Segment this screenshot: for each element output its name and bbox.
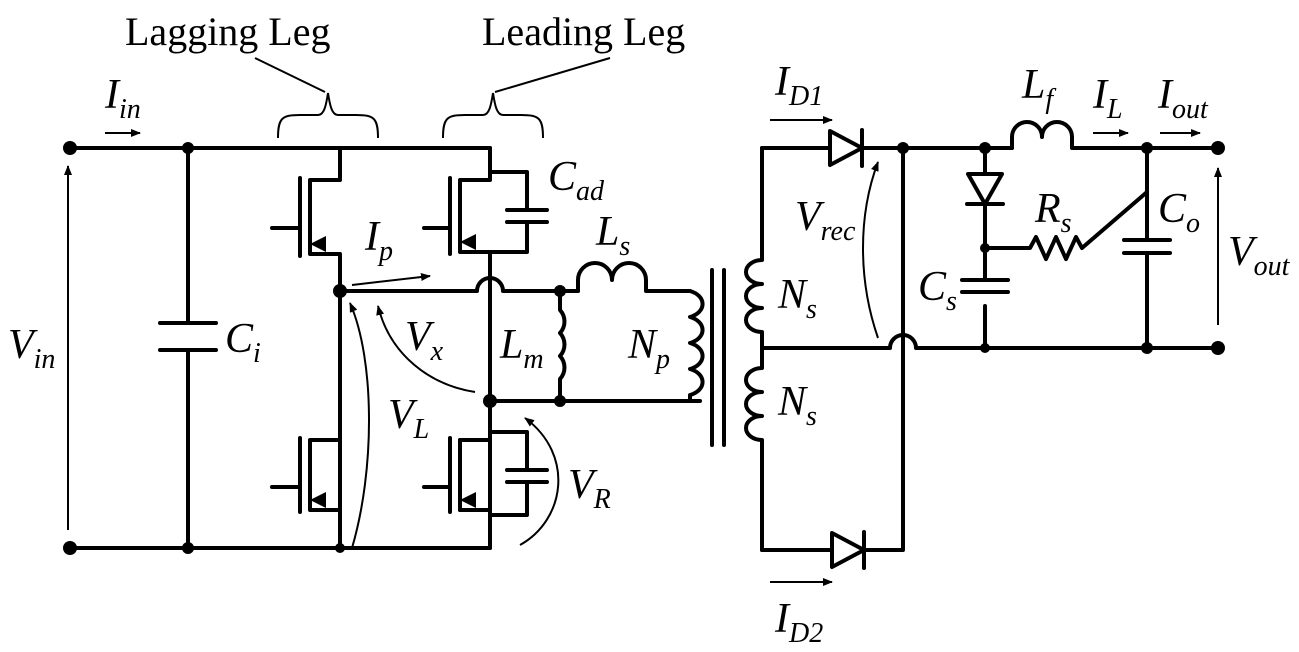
lagging-top-mosfet-arrow [310, 236, 326, 252]
snubber-diode [966, 172, 1004, 206]
vr-label: VR [568, 462, 611, 515]
leading-leg-leader [494, 57, 611, 93]
ip-label: Ip [364, 214, 393, 267]
vx-label: Vx [405, 314, 444, 367]
id1-label: ID1 [774, 59, 823, 112]
capacitor-cad-bottom [488, 430, 549, 517]
diode-d1 [828, 129, 864, 167]
vout-label: Vout [1228, 229, 1291, 282]
capacitor-cad-top [488, 170, 549, 254]
lagging-leg-leader [254, 57, 326, 93]
lagging-top-mosfet-gate [270, 176, 302, 258]
leading-leg-brace [442, 92, 544, 139]
capacitor-cs [960, 278, 1010, 294]
ns-bottom-label: Ns [777, 379, 817, 432]
transformer-primary-np [688, 289, 705, 403]
lagging-bottom-mosfet-arrow [310, 492, 326, 508]
vout-plus-terminal [1211, 141, 1225, 155]
vin-label: Vin [8, 322, 55, 375]
iin-label: Iin [104, 72, 141, 125]
vl-arrow [349, 302, 370, 549]
leading-leg-wire [458, 146, 492, 550]
d2-wire [760, 146, 905, 552]
vx-arrow [376, 305, 476, 393]
rectifier-output-node [897, 142, 909, 154]
transformer-core [710, 268, 726, 447]
co-label: Co [1158, 186, 1200, 239]
leading-bottom-mosfet-wire [458, 438, 492, 512]
vin-plus-terminal [63, 141, 77, 155]
cs-label: Cs [918, 264, 957, 317]
lagging-leg-header: Lagging Leg [125, 9, 331, 54]
lagging-bottom-mosfet-wire [308, 438, 342, 512]
leading-bottom-mosfet-arrow [460, 492, 476, 508]
inductor-lm [558, 289, 567, 403]
primary-top-wire [338, 276, 580, 293]
iout-label: Iout [1157, 72, 1209, 125]
rs-label: Rs [1034, 186, 1072, 239]
co-top-node [1141, 142, 1153, 154]
leading-bottom-mosfet [422, 436, 462, 514]
transformer-secondary-ns-bottom [744, 346, 764, 552]
ns-top-label: Ns [777, 272, 817, 325]
resistor-rs [983, 190, 1149, 261]
lagging-leg-wire [308, 146, 342, 550]
ls-label: Ls [595, 209, 630, 262]
lagging-leg-brace [277, 92, 379, 139]
np-label: Np [627, 322, 670, 375]
co-bottom-node [1141, 342, 1153, 354]
vrec-label: Vrec [795, 194, 856, 247]
vin-minus-terminal [63, 541, 77, 555]
ci-label: Ci [225, 316, 261, 369]
vr-arrow [519, 417, 560, 546]
cs-ground-node [980, 343, 990, 353]
lf-label: Lf [1021, 62, 1056, 115]
leading-leg-header: Leading Leg [482, 9, 685, 54]
lm-label: Lm [499, 322, 544, 375]
diode-d2 [830, 531, 866, 569]
capacitor-ci [158, 146, 218, 550]
vrec-arrow [862, 161, 879, 339]
inductor-lf [1010, 120, 1220, 150]
leading-top-mosfet-arrow [460, 234, 476, 250]
leading-top-mosfet-gate [422, 176, 452, 256]
ip-arrow [351, 273, 431, 286]
capacitor-co [1122, 146, 1172, 350]
lagging-bottom-mosfet-gate [270, 436, 302, 514]
transformer-secondary-ns-top [744, 146, 764, 350]
vl-label: VL [388, 392, 429, 445]
vout-minus-terminal [1211, 341, 1225, 355]
cad-label: Cad [548, 154, 605, 207]
inductor-ls [576, 261, 692, 293]
il-label: IL [1092, 72, 1123, 125]
id2-label: ID2 [774, 596, 823, 649]
